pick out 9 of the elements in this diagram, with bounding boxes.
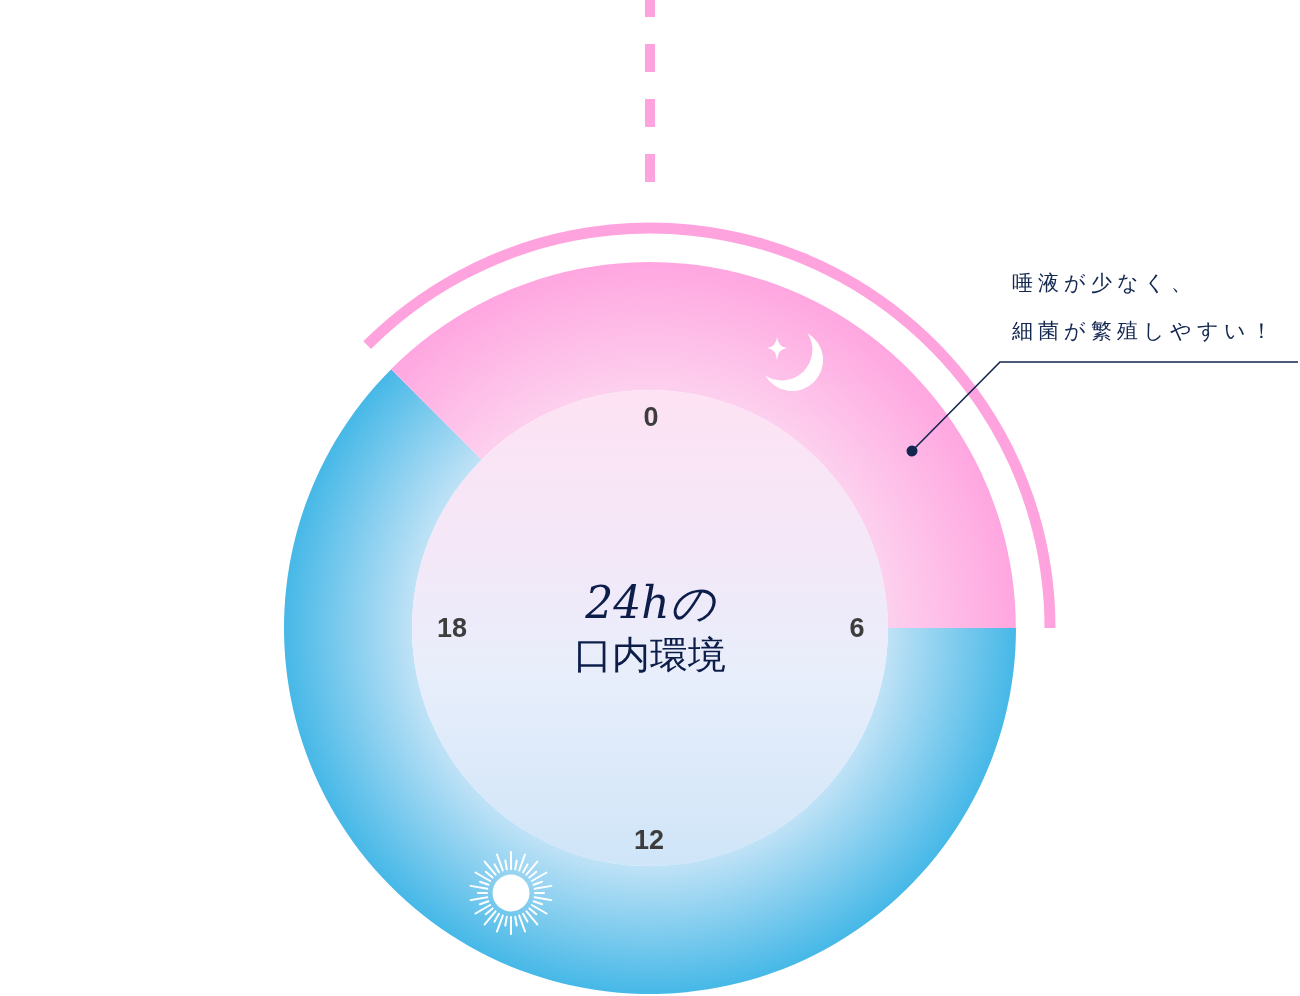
dial-title: 口内環境 [574, 632, 726, 679]
callout-text: 唾液が少なく、細菌が繁殖しやすい！ [1002, 259, 1298, 362]
leader-line [906, 361, 1299, 457]
hour-label: 12 [634, 826, 664, 854]
hour-label: 0 [643, 403, 659, 431]
dial-title: 24hの [585, 576, 715, 630]
hour-label: 18 [437, 614, 467, 642]
hour-label: 6 [849, 614, 865, 642]
center-circle [412, 390, 888, 866]
